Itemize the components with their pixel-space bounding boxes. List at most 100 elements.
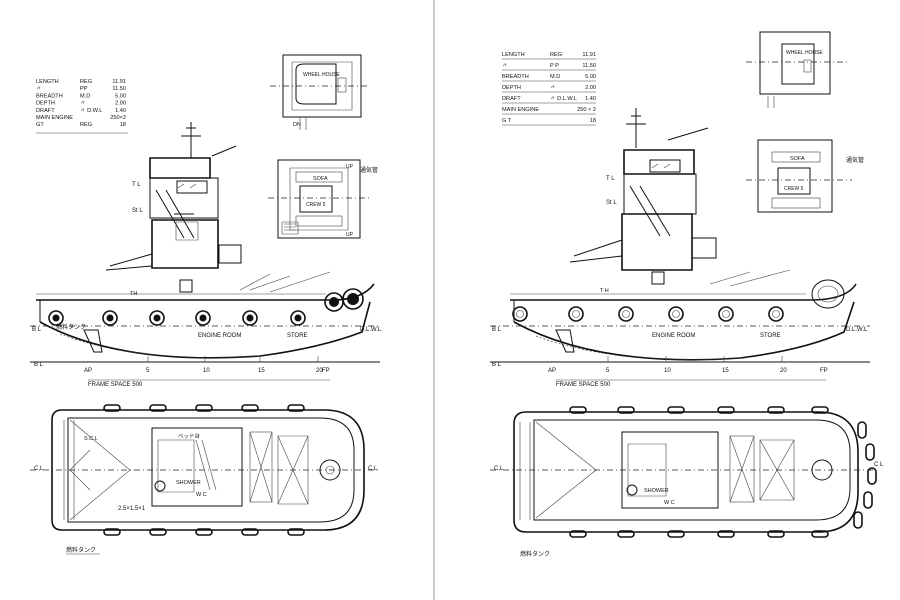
- bench: [295, 215, 343, 227]
- r-hull-plan-outline: [513, 411, 859, 533]
- left-plan-view: C L C L S.C.L SHOWER W C ベッド台 2.5×1.5×1 …: [30, 404, 380, 555]
- r-dlwl-label: D.L.W.L: [846, 327, 868, 333]
- bitt-core: [325, 465, 335, 475]
- bow-plan-fender: [865, 443, 875, 461]
- bow-fender-2-core: [347, 293, 359, 305]
- wheelhouse-profile: [149, 157, 211, 179]
- spec-label: BREADTH: [36, 93, 63, 99]
- frame-number: 20: [780, 368, 787, 374]
- lower-deckhouse: [151, 219, 219, 269]
- aft-frame: [63, 420, 75, 520]
- spec-qualifier: 〃 D.L.W.L: [550, 96, 577, 102]
- r-mast: [626, 108, 646, 148]
- fender-tire-hub: [52, 314, 60, 322]
- frame-number: 5: [146, 368, 150, 374]
- fp-label: FP: [322, 368, 330, 374]
- r-bow-fender: [811, 279, 845, 309]
- hatch-cross: [249, 431, 273, 503]
- r-crew-outline: [757, 139, 833, 213]
- bl-label: B L: [34, 362, 44, 368]
- cl-label: C L: [34, 466, 44, 472]
- sofa-label: SOFA: [313, 176, 328, 182]
- fender-tire-hub: [153, 314, 161, 322]
- keel-line: [59, 333, 261, 358]
- spec-qualifier: REG: [80, 122, 92, 128]
- fender-tire-hub: [294, 314, 302, 322]
- plan-fender: [569, 530, 587, 538]
- ladder-box: [175, 221, 199, 241]
- deckhouse-plan: [151, 427, 243, 507]
- wheelhouse-label: WHEEL HOUSE: [303, 72, 340, 78]
- left-crew-room-plan: SOFA CREW 5 通気管 UP UP: [268, 159, 378, 239]
- r-plan-fenders-bow: [853, 421, 877, 529]
- r-bow-fender-core: [817, 285, 839, 303]
- plan-fender: [717, 530, 735, 538]
- right-side-profile: ENGINE ROOM STORE B L B L D.L.W.L T L St…: [490, 108, 870, 388]
- right-plan-view: C L C L SHOWER W C 燃料タンク: [490, 406, 884, 558]
- r-radar-arm: [667, 127, 709, 141]
- spec-qualifier: 〃: [550, 85, 556, 91]
- r-wc-bowl: [626, 484, 638, 496]
- fender-tire: [668, 306, 684, 322]
- r-wheelhouse-outline: [759, 31, 831, 95]
- engine-room-label: ENGINE ROOM: [198, 333, 241, 339]
- r-hatch-cross: [729, 435, 755, 503]
- hull-plan-outline: [51, 409, 365, 531]
- fender-tire: [149, 310, 165, 326]
- fender-tire: [718, 306, 734, 322]
- fender-tire-hub: [572, 310, 580, 318]
- fender-tire-hub: [722, 310, 730, 318]
- plan-fender: [241, 528, 259, 536]
- spec-value: 250×2: [110, 115, 126, 121]
- r-plan-fenders-bottom: [569, 530, 829, 538]
- fender-tire: [195, 310, 211, 326]
- fender-tire: [618, 306, 634, 322]
- store-cross: [277, 435, 309, 505]
- spec-value: 5.00: [115, 93, 126, 99]
- bitt: [319, 459, 341, 481]
- hull-plan-inner: [67, 417, 355, 523]
- spec-qualifier: M.D: [550, 74, 560, 80]
- plan-fender: [103, 404, 121, 412]
- fender-tire: [290, 310, 306, 326]
- fender-tire: [512, 306, 528, 322]
- rudder: [83, 329, 103, 353]
- r-lower-deckhouse: [621, 213, 693, 271]
- cl-label-right: C L: [368, 466, 378, 472]
- bl-label-upper: B L: [32, 327, 42, 333]
- left-wheelhouse-plan: WHEEL HOUSE DN: [270, 54, 370, 130]
- upper-deckhouse: [149, 177, 219, 219]
- fender-tire-hub: [199, 314, 207, 322]
- stair-steps: [284, 223, 296, 231]
- right-wheelhouse-plan: WHEEL HOUSE: [746, 31, 850, 108]
- r-frame-space-label: FRAME SPACE 500: [556, 382, 611, 388]
- r-fp-label: FP: [820, 368, 828, 374]
- r-upper-deckhouse: [623, 173, 697, 215]
- crew-room-outline: [277, 159, 361, 239]
- r-window-glare: [651, 163, 671, 169]
- bow-plan-fender: [853, 511, 863, 529]
- fender-tire: [568, 306, 584, 322]
- store-label: STORE: [287, 333, 308, 339]
- r-windows: [649, 159, 681, 173]
- plan-fender: [617, 530, 635, 538]
- spec-label: DRAFT: [36, 108, 55, 114]
- spec-qualifier: 〃: [80, 101, 86, 107]
- r-deckhouse-plan: [621, 431, 719, 509]
- fuel-tank-bottom-label: 燃料タンク: [66, 546, 96, 554]
- hatch-size-label: 2.5×1.5×1: [118, 506, 146, 512]
- r-wheelhouse-label: WHEEL HOUSE: [786, 50, 823, 56]
- bow-fender-2: [342, 288, 364, 310]
- r-rudder: [555, 329, 575, 353]
- r-store-label: STORE: [760, 333, 781, 339]
- spec-label: DEPTH: [36, 101, 55, 107]
- mooring-lines-aft: [105, 253, 153, 271]
- frame-number: 10: [664, 368, 671, 374]
- r-table: [777, 167, 811, 195]
- plan-fender: [287, 404, 305, 412]
- spec-value: 2.00: [585, 85, 596, 91]
